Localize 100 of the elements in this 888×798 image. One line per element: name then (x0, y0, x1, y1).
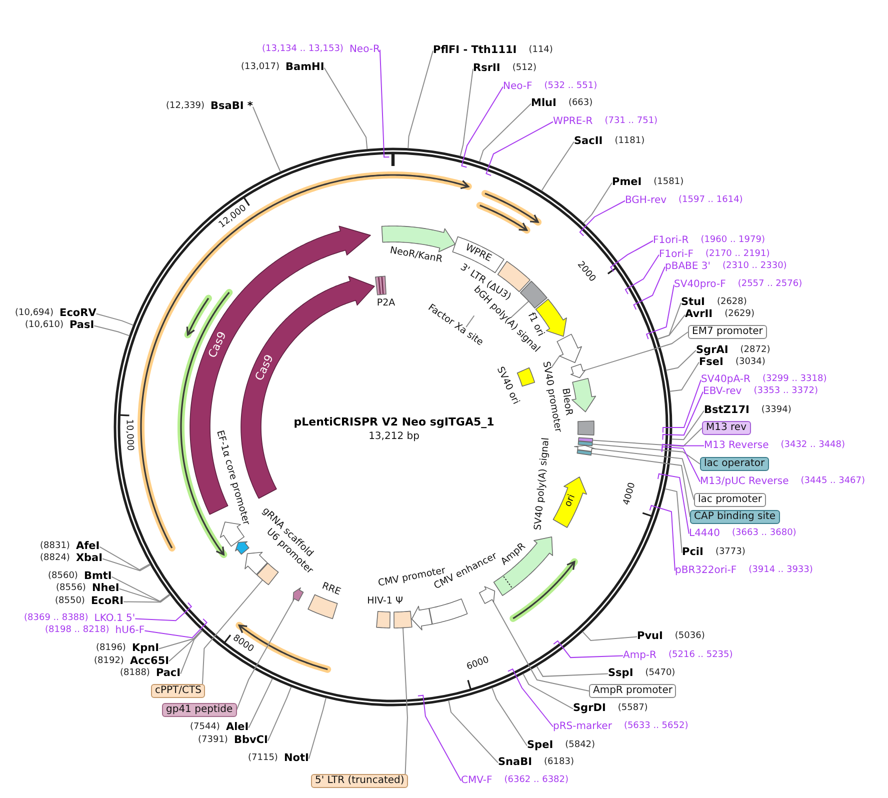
site-position: (8550) (55, 596, 85, 608)
primer-name: CMV-F (461, 775, 492, 786)
feature-label: cPPT/CTS (151, 684, 206, 698)
leader-line (158, 630, 202, 650)
plasmid-name: pLentiCRISPR V2 Neo sgITGA5_1 (294, 415, 494, 429)
leader-line (657, 473, 690, 534)
leader-line (492, 687, 528, 746)
leader-line (448, 700, 498, 764)
enzyme-name: SpeI (527, 740, 554, 752)
primer-range: (8369 .. 8388) (24, 613, 88, 624)
enzyme-name: PvuI (637, 631, 663, 643)
enzyme-name: BstZ17I (704, 405, 750, 417)
leader-line (168, 630, 202, 662)
primer-range: (1597 .. 1614) (678, 195, 743, 206)
leader-line (646, 284, 674, 340)
leader-line (669, 362, 700, 392)
feature-label: lac operator (700, 457, 769, 471)
enzyme-name: SacII (574, 136, 603, 148)
feature-name: P2A (376, 298, 396, 310)
leader-line (461, 86, 504, 168)
feature-name: NeoR/KanR (388, 246, 444, 266)
site-position: (2629) (724, 309, 755, 320)
enzyme-name: EcoRV (60, 308, 96, 320)
leader-line (466, 315, 475, 328)
directional-feature (556, 333, 583, 364)
site-position: (10,610) (25, 320, 64, 332)
enzyme-name: PasI (70, 320, 94, 332)
primer-name: BGH-rev (625, 195, 667, 206)
leader-line (536, 666, 608, 677)
enzyme-name: PflFI - Tth111I (433, 45, 517, 57)
leader-line (99, 546, 150, 570)
leader-line (96, 313, 134, 326)
enzyme-name: AleI (226, 722, 249, 734)
leader-line (592, 428, 702, 447)
enzyme-name: PacI (156, 668, 181, 680)
leader-line (202, 579, 264, 684)
leader-line (308, 697, 326, 760)
enzyme-name: PmeI (612, 177, 642, 189)
primer-name: pBR322ori-F (675, 565, 737, 576)
coordinate-label: 10,000 (123, 418, 135, 451)
site-position: (114) (528, 45, 553, 56)
primer-name: Amp-R (623, 650, 656, 662)
primer-name: pBABE 3' (665, 261, 711, 272)
leader-line (553, 640, 624, 658)
leader-line (633, 266, 666, 310)
site-position: (8188) (120, 668, 150, 680)
leader-line (657, 302, 682, 340)
enzyme-name: PciI (682, 547, 704, 559)
enzyme-name: BamHI (286, 62, 324, 74)
leader-line (541, 141, 574, 192)
primer-range: (3353 .. 3372) (754, 386, 818, 398)
primer-name: LKO.1 5' (94, 613, 136, 624)
primer-name: Neo-R (349, 44, 380, 56)
plasmid-size: 13,212 bp (368, 431, 420, 443)
leader-line (610, 240, 654, 272)
feature-box (519, 280, 548, 310)
enzyme-name: EcoRI (90, 596, 124, 608)
enzyme-name: MluI (531, 98, 556, 110)
site-position: (5036) (674, 631, 705, 642)
leader-line (664, 488, 682, 554)
directional-feature (573, 444, 597, 453)
enzyme-name: Acc65I (130, 656, 170, 668)
leader-line (123, 594, 171, 603)
leader-line (102, 558, 151, 572)
enzyme-name: RsrII (473, 63, 500, 75)
primer-name: SV40pA-R (701, 374, 750, 386)
site-position: (6183) (544, 757, 574, 768)
primer-range: (3663 .. 3680) (732, 528, 796, 540)
enzyme-name: SspI (608, 668, 634, 680)
leader-line (417, 694, 462, 782)
leader-line (584, 332, 688, 371)
leader-line (460, 68, 474, 157)
enzyme-name: BbvCI (234, 735, 268, 747)
feature-box (577, 440, 594, 447)
primer-range: (3299 .. 3318) (762, 374, 827, 386)
site-position: (5842) (565, 740, 596, 752)
primer-range: (5633 .. 5652) (624, 721, 688, 732)
site-position: (8824) (40, 553, 70, 564)
site-position: (13,017) (241, 62, 280, 74)
enzyme-name: AfeI (76, 541, 100, 553)
leader-line (661, 446, 700, 482)
site-position: (7391) (198, 735, 228, 746)
leader-line (408, 50, 434, 149)
primer-range: (3445 .. 3467) (800, 476, 866, 488)
leader-line (118, 588, 170, 602)
site-position: (2872) (740, 344, 770, 356)
enzyme-name: BsaBI * (210, 101, 253, 113)
leader-line (590, 452, 690, 518)
directional-feature (569, 363, 587, 379)
primer-name: pRS-marker (553, 721, 612, 732)
leader-line (493, 602, 590, 692)
leader-line (134, 602, 192, 622)
site-position: (3773) (715, 547, 746, 558)
site-position: (2628) (716, 297, 747, 308)
leader-line (180, 630, 203, 674)
enzyme-name: SgrAI (696, 344, 728, 356)
site-position: (12,339) (166, 101, 205, 112)
site-position: (1181) (614, 136, 645, 148)
site-position: (1581) (654, 177, 684, 188)
feature-name: Cas9 (206, 330, 230, 360)
